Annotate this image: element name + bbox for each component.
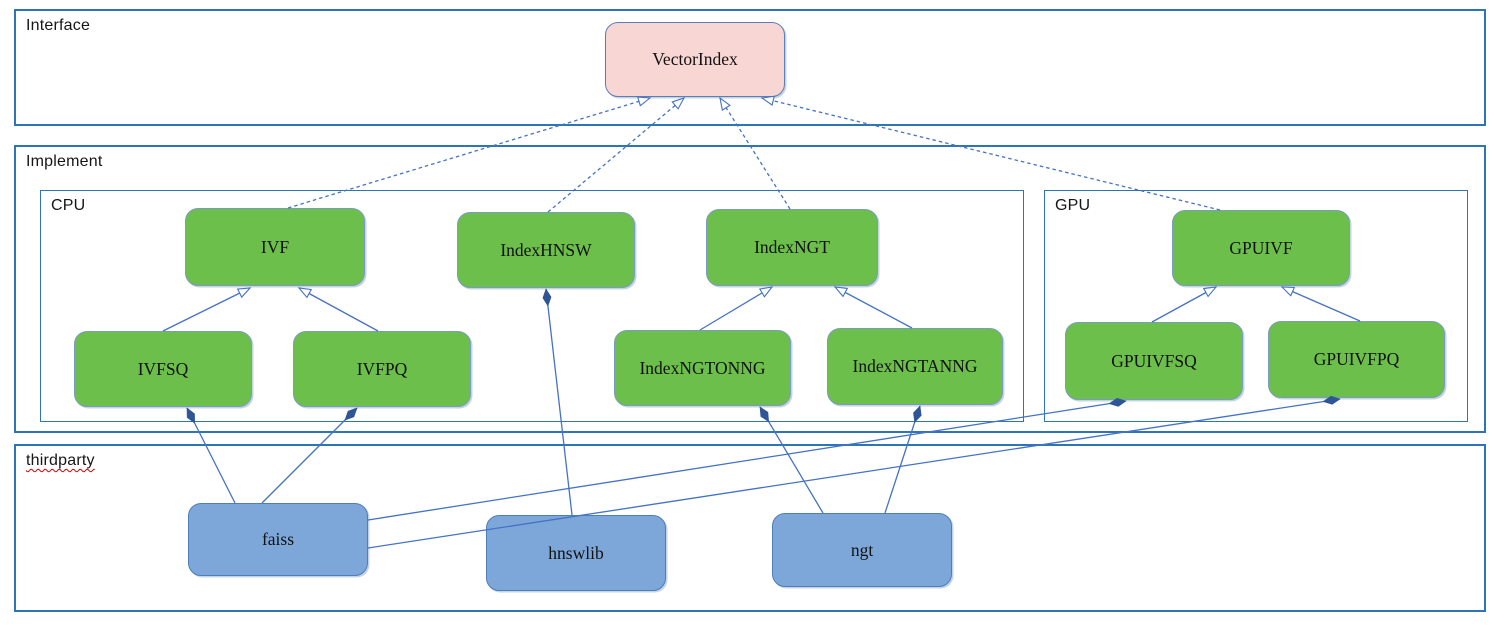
node-hnswlib: hnswlib xyxy=(486,515,666,591)
node-indexngtonng-label: IndexNGTONNG xyxy=(639,357,766,378)
node-gpuivfsq-label: GPUIVFSQ xyxy=(1111,350,1197,371)
container-thirdparty-label: thirdparty xyxy=(26,452,95,469)
node-gpuivfsq: GPUIVFSQ xyxy=(1065,322,1243,400)
container-cpu-label: CPU xyxy=(51,197,86,214)
node-gpuivf: GPUIVF xyxy=(1172,210,1350,286)
node-faiss-label: faiss xyxy=(261,529,295,549)
node-indexhnsw-label: IndexHNSW xyxy=(500,239,592,260)
node-indexngtanng-label: IndexNGTANNG xyxy=(852,356,978,376)
node-vectorindex-label: VectorIndex xyxy=(652,49,738,69)
node-indexngt: IndexNGT xyxy=(706,209,878,286)
container-interface-label: Interface xyxy=(26,17,91,34)
node-ngt-label: ngt xyxy=(850,539,874,560)
node-ivfsq: IVFSQ xyxy=(74,331,252,407)
node-ivf: IVF xyxy=(185,208,365,286)
container-gpu-label: GPU xyxy=(1055,197,1091,214)
node-indexhnsw: IndexHNSW xyxy=(457,212,635,288)
node-faiss: faiss xyxy=(188,503,368,576)
node-ivfpq: IVFPQ xyxy=(293,331,471,407)
node-vectorindex: VectorIndex xyxy=(605,22,785,97)
node-indexngt-label: IndexNGT xyxy=(754,237,830,257)
node-indexngtonng: IndexNGTONNG xyxy=(614,330,791,406)
node-gpuivfpq-label: GPUIVFPQ xyxy=(1313,349,1400,369)
node-ivfpq-label: IVFPQ xyxy=(356,358,408,379)
node-gpuivfpq: GPUIVFPQ xyxy=(1268,321,1445,398)
node-indexngtanng: IndexNGTANNG xyxy=(827,328,1003,405)
node-ngt: ngt xyxy=(772,513,952,587)
node-hnswlib-label: hnswlib xyxy=(548,542,604,563)
node-ivf-label: IVF xyxy=(260,236,290,257)
node-ivfsq-label: IVFSQ xyxy=(137,358,189,379)
node-gpuivf-label: GPUIVF xyxy=(1229,237,1293,258)
container-implement-label: Implement xyxy=(26,153,103,170)
